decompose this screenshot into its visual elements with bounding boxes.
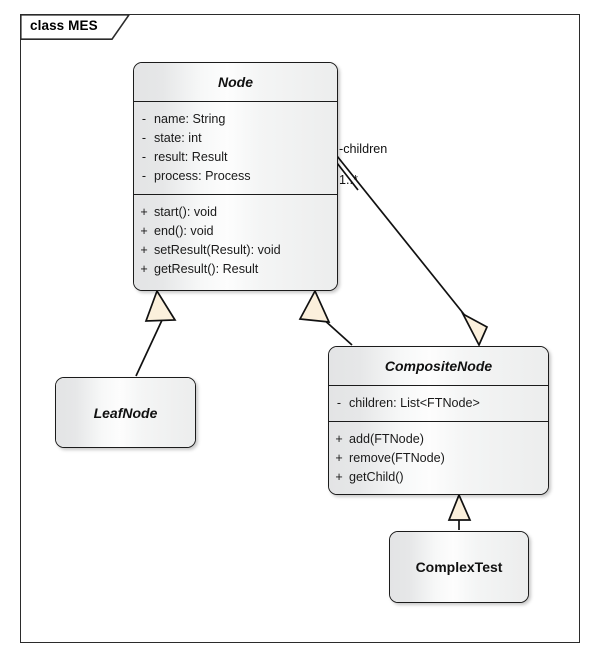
operation-text: remove(FTNode) bbox=[349, 451, 445, 465]
frame-tab-shape bbox=[20, 14, 131, 40]
attributes-compartment-node: - name: String - state: int - result: Re… bbox=[134, 101, 337, 194]
class-box-node[interactable]: Node - name: String - state: int - resul… bbox=[133, 62, 338, 291]
operations-compartment-node: + start(): void + end(): void + setResul… bbox=[134, 194, 337, 287]
visibility-marker: - bbox=[141, 169, 147, 183]
visibility-marker: + bbox=[140, 243, 148, 257]
operation-row: + getResult(): Result bbox=[134, 260, 337, 279]
attributes-compartment-compositenode: - children: List<FTNode> bbox=[329, 385, 548, 421]
visibility-marker: - bbox=[141, 112, 147, 126]
visibility-marker: - bbox=[141, 131, 147, 145]
class-name-complextest: ComplexTest bbox=[415, 559, 503, 575]
operation-text: getResult(): Result bbox=[154, 262, 259, 276]
class-name-node: Node bbox=[218, 74, 253, 90]
frame-title: class MES bbox=[30, 18, 98, 33]
association-multiplicity-label: 1..* bbox=[339, 173, 358, 187]
attribute-row: - result: Result bbox=[134, 148, 337, 167]
class-box-complextest[interactable]: ComplexTest bbox=[389, 531, 529, 603]
operation-text: setResult(Result): void bbox=[154, 243, 281, 257]
attribute-row: - state: int bbox=[134, 129, 337, 148]
attribute-text: state: int bbox=[154, 131, 202, 145]
operation-row: + add(FTNode) bbox=[329, 430, 548, 449]
operation-row: + end(): void bbox=[134, 222, 337, 241]
visibility-marker: + bbox=[140, 224, 148, 238]
operation-text: start(): void bbox=[154, 205, 217, 219]
operation-text: getChild() bbox=[349, 470, 404, 484]
operation-row: + setResult(Result): void bbox=[134, 241, 337, 260]
diagram-frame bbox=[20, 14, 580, 643]
attribute-text: result: Result bbox=[154, 150, 228, 164]
frame-tab: class MES bbox=[20, 14, 131, 40]
attribute-text: children: List<FTNode> bbox=[349, 396, 480, 410]
operation-row: + remove(FTNode) bbox=[329, 449, 548, 468]
attribute-text: name: String bbox=[154, 112, 226, 126]
attribute-row: - process: Process bbox=[134, 167, 337, 186]
class-box-leafnode[interactable]: LeafNode bbox=[55, 377, 196, 448]
attribute-text: process: Process bbox=[154, 169, 251, 183]
operation-row: + start(): void bbox=[134, 203, 337, 222]
visibility-marker: + bbox=[335, 451, 343, 465]
attribute-row: - name: String bbox=[134, 110, 337, 129]
class-name-leafnode: LeafNode bbox=[93, 404, 158, 421]
operation-row: + getChild() bbox=[329, 468, 548, 487]
association-role-label: -children bbox=[339, 142, 388, 156]
visibility-marker: + bbox=[335, 470, 343, 484]
visibility-marker: + bbox=[140, 262, 148, 276]
visibility-marker: + bbox=[140, 205, 148, 219]
visibility-marker: - bbox=[141, 150, 147, 164]
operations-compartment-compositenode: + add(FTNode) + remove(FTNode) + getChil… bbox=[329, 421, 548, 494]
class-name-compositenode: CompositeNode bbox=[384, 358, 493, 374]
class-box-compositenode[interactable]: CompositeNode - children: List<FTNode> +… bbox=[328, 346, 549, 495]
visibility-marker: + bbox=[335, 432, 343, 446]
operation-text: add(FTNode) bbox=[349, 432, 424, 446]
visibility-marker: - bbox=[336, 396, 342, 410]
operation-text: end(): void bbox=[154, 224, 214, 238]
attribute-row: - children: List<FTNode> bbox=[329, 394, 548, 413]
